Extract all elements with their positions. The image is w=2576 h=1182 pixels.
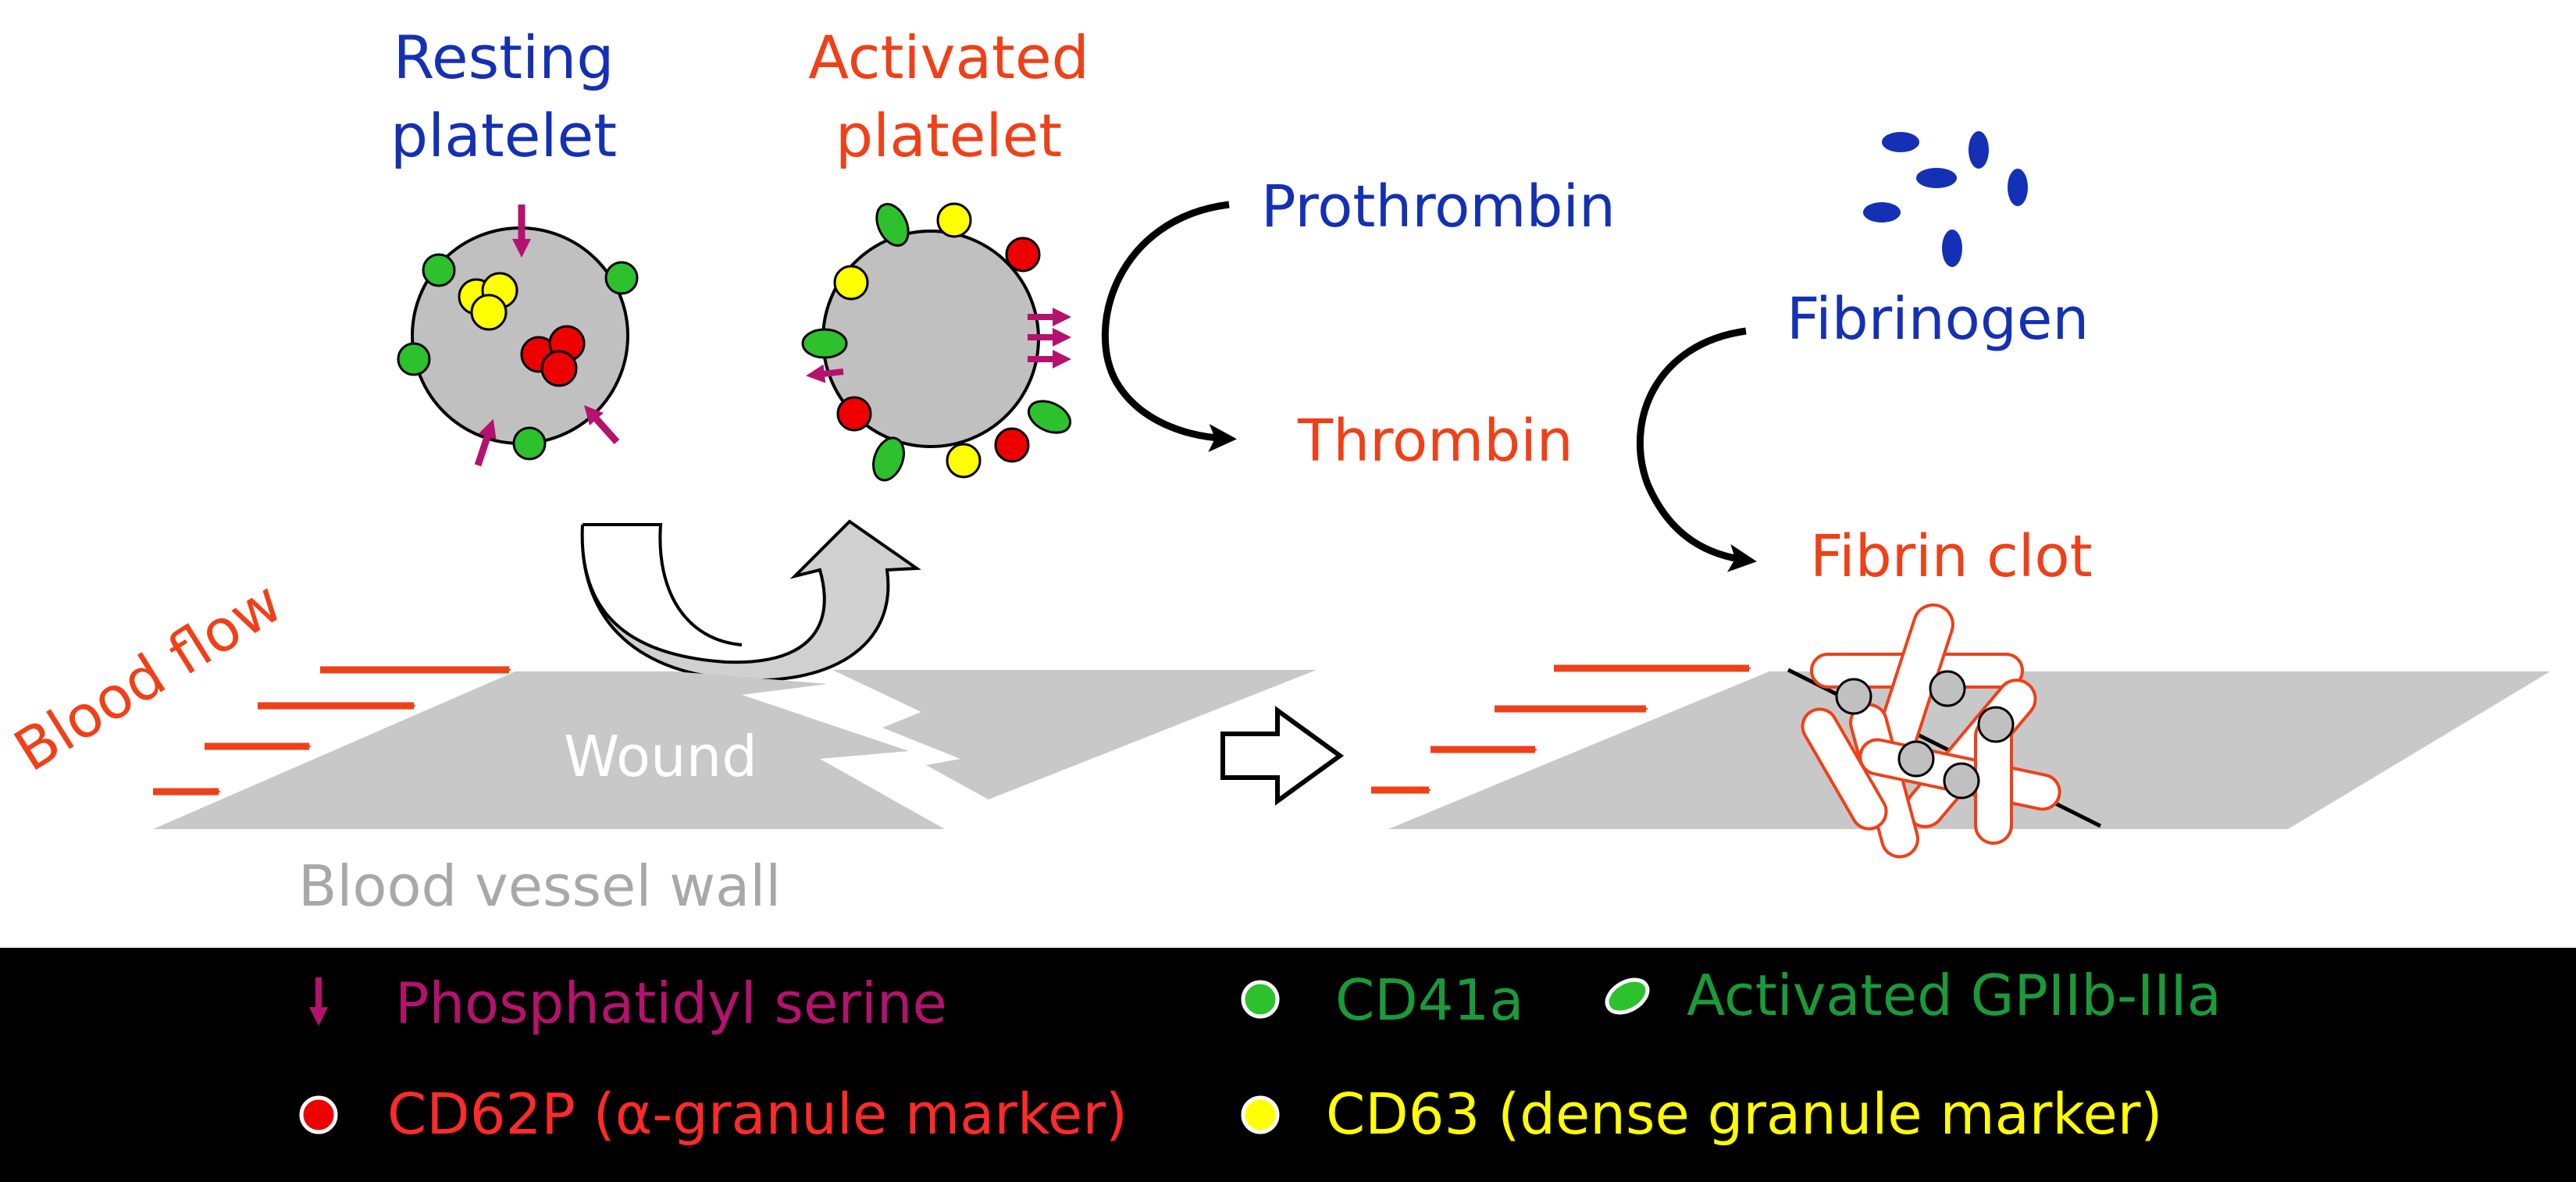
resting-cd41a-marker <box>422 253 456 287</box>
activated-platelet <box>801 202 1071 482</box>
fibrin-clot <box>1787 603 2102 859</box>
fibrinogen-label: Fibrinogen <box>1787 286 2089 353</box>
legend-label-activated-gp: Activated GPIIb-IIIa <box>1687 963 2221 1028</box>
activated-cd63-marker <box>946 443 982 479</box>
activated-cd63-marker <box>936 202 972 238</box>
green-ellipse-icon <box>1605 977 1650 1015</box>
fibrin-clot-label: Fibrin clot <box>1810 523 2093 590</box>
blood-flow-label: Blood flow <box>3 568 294 785</box>
activated-gp-marker <box>801 328 848 359</box>
resting-alpha-granule <box>540 350 578 387</box>
activated-gp-marker <box>872 436 905 482</box>
red-dot-icon <box>299 1095 338 1134</box>
legend-label-cd41a: CD41a <box>1335 967 1523 1033</box>
activated-cd63-marker <box>833 265 869 301</box>
activated-gp-marker <box>875 203 910 247</box>
activation-transition-arrow <box>580 519 921 682</box>
activated-platelet-label-line1: Activated <box>808 23 1089 92</box>
vessel-wall-left <box>153 670 1317 829</box>
legend-label-cd62p: CD62P (α-granule marker) <box>387 1081 1128 1147</box>
yellow-dot-icon <box>1241 1095 1280 1134</box>
green-dot-icon <box>1241 980 1280 1019</box>
legend-label-cd63: CD63 (dense granule marker) <box>1326 1081 2163 1147</box>
resting-ps-arrow <box>583 405 620 445</box>
fibrinogen-to-fibrin-arrow <box>1636 327 1757 572</box>
legend-item-cd62p: CD62P (α-granule marker) <box>299 1081 1128 1147</box>
resting-platelet-label-line2: platelet <box>390 101 617 170</box>
resting-platelet-label-line1: Resting <box>393 23 614 92</box>
resting-cd41a-marker <box>397 342 431 376</box>
activated-cd62p-marker <box>1005 237 1041 272</box>
activated-cd62p-marker <box>994 427 1030 463</box>
legend-label-phosphatidyl-serine: Phosphatidyl serine <box>395 970 947 1036</box>
resting-ps-arrow <box>474 418 497 467</box>
resting-cd41a-marker <box>604 261 639 295</box>
prothrombin-to-thrombin-arrow <box>1101 201 1237 453</box>
fibrinogen-molecules <box>1863 131 2028 267</box>
resting-cd41a-marker <box>512 426 547 461</box>
legend-item-cd41a: CD41a <box>1241 967 1523 1033</box>
resting-dense-granule <box>470 294 508 331</box>
blood-flow-arrows-left <box>153 666 511 796</box>
legend-item-cd63: CD63 (dense granule marker) <box>1241 1081 2163 1147</box>
activated-ps-arrow <box>806 364 844 383</box>
process-arrow-icon <box>1220 706 1345 806</box>
resting-platelet <box>397 205 639 467</box>
prothrombin-label: Prothrombin <box>1261 173 1616 240</box>
blood-flow-arrows-right <box>1371 664 1751 794</box>
activated-gp-marker <box>1028 400 1071 434</box>
legend-panel <box>0 948 2576 1182</box>
activated-platelet-label-line2: platelet <box>836 101 1062 170</box>
thrombin-label: Thrombin <box>1297 408 1573 475</box>
legend-item-phosphatidyl-serine: Phosphatidyl serine <box>309 970 947 1036</box>
blood-vessel-wall-label: Blood vessel wall <box>298 853 781 919</box>
activated-cd62p-marker <box>836 396 872 432</box>
legend-item-activated-gp: Activated GPIIb-IIIa <box>1605 963 2221 1028</box>
wound-label: Wound <box>564 724 757 789</box>
